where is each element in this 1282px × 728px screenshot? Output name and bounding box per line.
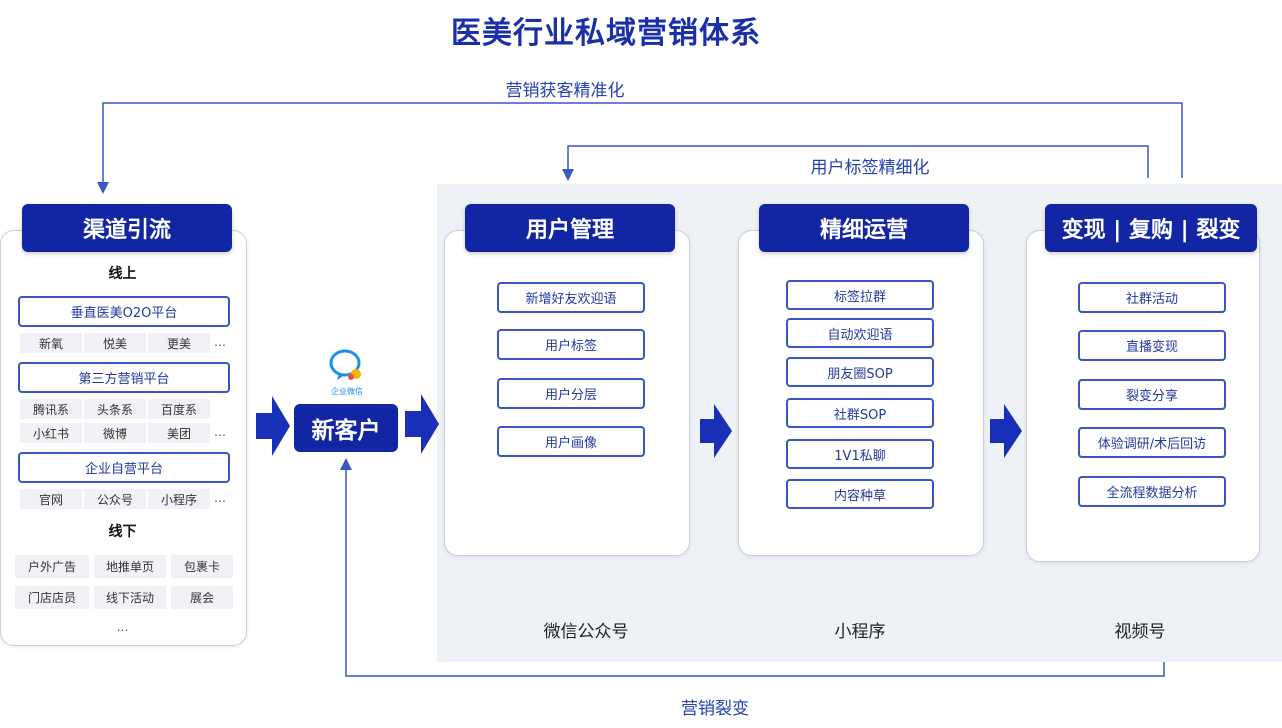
group-third-party: 第三方营销平台	[18, 362, 230, 393]
more-ellipsis: …	[214, 425, 226, 439]
fission-sharing: 裂变分享	[1078, 379, 1226, 410]
grid-item: 腾讯系	[20, 399, 82, 419]
wecom-icon	[329, 349, 361, 380]
grid-item: 悦美	[84, 333, 146, 353]
community-sop: 社群SOP	[786, 398, 934, 428]
content-seeding: 内容种草	[786, 479, 934, 509]
grid-item: 地推单页	[94, 555, 166, 578]
grid-item: 小程序	[148, 489, 210, 509]
grid-item: 官网	[20, 489, 82, 509]
online-label: 线上	[108, 266, 137, 282]
community-activities: 社群活动	[1078, 282, 1226, 313]
flow-arrow-icon	[700, 404, 732, 458]
wecom-caption: 企业微信	[331, 387, 363, 396]
user-management-header: 用户管理	[465, 204, 675, 252]
full-process-analytics: 全流程数据分析	[1078, 476, 1226, 507]
grid-item: 展会	[171, 586, 233, 609]
group-vertical-o2o: 垂直医美O2O平台	[18, 296, 230, 327]
moments-sop: 朋友圈SOP	[786, 357, 934, 387]
flow-arrow-icon	[405, 394, 439, 454]
grid-item: 美团	[148, 423, 210, 443]
grid-item: 头条系	[84, 399, 146, 419]
group-self-operated: 企业自营平台	[18, 452, 230, 483]
flow-arrow-icon	[990, 404, 1022, 458]
bottom-loop-label: 营销裂变	[681, 699, 749, 719]
mid-loop-line	[562, 145, 1149, 181]
grid-item: 户外广告	[15, 555, 89, 578]
flow-arrow-icon	[256, 396, 290, 456]
user-tags: 用户标签	[497, 329, 645, 360]
fine-operations-header: 精细运营	[759, 204, 969, 252]
new-friend-welcome: 新增好友欢迎语	[497, 282, 645, 313]
grid-item: 小红书	[20, 423, 82, 443]
grid-item: 公众号	[84, 489, 146, 509]
survey-followup: 体验调研/术后回访	[1078, 427, 1226, 458]
top-loop-label: 营销获客精准化	[505, 81, 625, 101]
more-ellipsis: …	[214, 335, 226, 349]
page-title: 医美行业私域营销体系	[451, 16, 761, 51]
footer-video-channel: 视频号	[1114, 622, 1166, 642]
grid-item: 更美	[148, 333, 210, 353]
footer-mini-program: 小程序	[834, 622, 886, 642]
grid-item: 门店店员	[15, 586, 89, 609]
grid-item: 线下活动	[94, 586, 166, 609]
tag-group-creation: 标签拉群	[786, 280, 934, 310]
offline-label: 线下	[108, 524, 137, 540]
one-on-one-chat: 1V1私聊	[786, 439, 934, 469]
user-segmentation: 用户分层	[497, 378, 645, 409]
grid-item: 新氧	[20, 333, 82, 353]
grid-item: 百度系	[148, 399, 210, 419]
auto-welcome: 自动欢迎语	[786, 318, 934, 348]
mid-loop-label: 用户标签精细化	[810, 158, 930, 178]
channel-header: 渠道引流	[22, 204, 232, 252]
grid-item: 微博	[84, 423, 146, 443]
grid-item: 包裹卡	[171, 555, 233, 578]
user-portrait: 用户画像	[497, 426, 645, 457]
new-customer-box: 新客户	[294, 404, 398, 452]
monetization-header: 变现 | 复购 | 裂变	[1045, 204, 1257, 252]
offline-more-ellipsis: …	[116, 620, 129, 634]
livestream-monetization: 直播变现	[1078, 330, 1226, 361]
footer-wechat-official: 微信公众号	[543, 622, 629, 642]
top-loop-line	[97, 102, 1183, 194]
more-ellipsis: …	[214, 491, 226, 505]
